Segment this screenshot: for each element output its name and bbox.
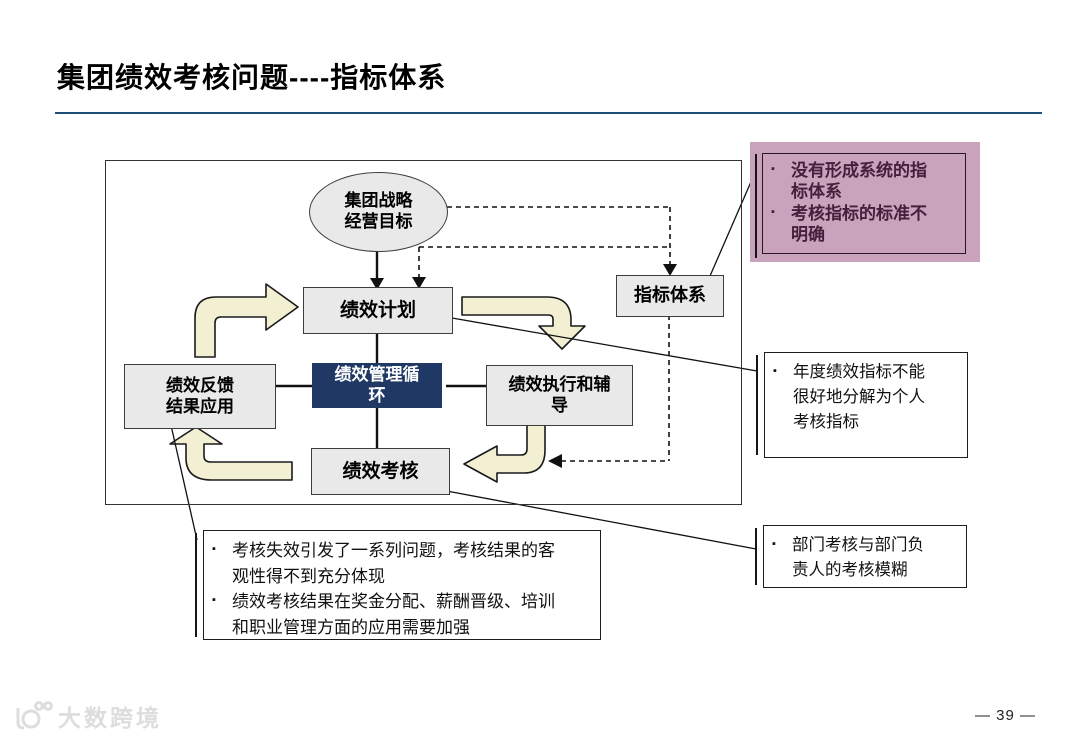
bracket-department-callout — [755, 528, 757, 585]
node-plan-label: 绩效计划 — [339, 299, 416, 321]
diagram-frame — [105, 160, 742, 505]
bullet-text: 考核指标的标准不明确 — [791, 203, 927, 244]
node-cycle-line1: 绩效管理循 — [334, 364, 420, 384]
node-execution-coaching: 绩效执行和辅 导 — [486, 365, 633, 426]
node-feedback-application: 绩效反馈 结果应用 — [124, 364, 276, 429]
node-feedback-line2: 结果应用 — [166, 396, 234, 416]
bullet-item: ▪ 考核失效引发了一系列问题，考核结果的客观性得不到充分体现 — [212, 538, 594, 589]
node-cycle-line2: 环 — [368, 385, 386, 405]
bullet-text: 没有形成系统的指标体系 — [791, 161, 927, 202]
bullet-square-icon: ▪ — [771, 205, 775, 218]
bullet-square-icon: ▪ — [212, 594, 216, 606]
node-indicator-system: 指标体系 — [616, 275, 724, 317]
bullet-item: ▪ 没有形成系统的指标体系 — [771, 160, 961, 203]
logo-icon — [16, 701, 53, 730]
bullet-text: 年度绩效指标不能很好地分解为个人考核指标 — [793, 363, 925, 431]
node-management-cycle: 绩效管理循 环 — [312, 363, 442, 408]
node-strategy-line2: 经营目标 — [344, 212, 413, 231]
bullet-square-icon: ▪ — [772, 538, 776, 550]
bullet-item: ▪ 部门考核与部门负责人的考核模糊 — [772, 533, 960, 583]
callout-assessment-failure: ▪ 考核失效引发了一系列问题，考核结果的客观性得不到充分体现 ▪ 绩效考核结果在… — [203, 530, 601, 640]
bracket-bottom-callout — [195, 533, 197, 637]
node-strategy-goal: 集团战略 经营目标 — [309, 172, 448, 252]
page-number: — 39 — — [975, 707, 1037, 724]
node-strategy-line1: 集团战略 — [344, 191, 413, 211]
node-feedback-line1: 绩效反馈 — [166, 375, 234, 395]
bullet-text: 考核失效引发了一系列问题，考核结果的客观性得不到充分体现 — [232, 541, 555, 586]
bullet-item: ▪ 考核指标的标准不明确 — [771, 203, 961, 246]
bullet-square-icon: ▪ — [773, 365, 777, 377]
bracket-pink-callout — [755, 154, 757, 258]
watermark-text: 大数跨境 — [58, 705, 162, 731]
bracket-annual-callout — [756, 355, 758, 455]
callout-department-assessment: ▪ 部门考核与部门负责人的考核模糊 — [763, 525, 967, 588]
node-performance-plan: 绩效计划 — [303, 287, 453, 334]
title-underline — [55, 112, 1042, 114]
node-assessment-label: 绩效考核 — [342, 460, 419, 482]
node-execution-line1: 绩效执行和辅 — [508, 374, 611, 394]
bullet-square-icon: ▪ — [771, 163, 775, 175]
node-indicator-label: 指标体系 — [634, 285, 706, 306]
bullet-text: 部门考核与部门负责人的考核模糊 — [792, 536, 924, 579]
page-title: 集团绩效考核问题----指标体系 — [57, 62, 447, 93]
bullet-square-icon: ▪ — [212, 543, 216, 555]
bullet-text: 绩效考核结果在奖金分配、薪酬晋级、培训和职业管理方面的应用需要加强 — [232, 592, 555, 637]
callout-annual-indicators: ▪ 年度绩效指标不能很好地分解为个人考核指标 — [764, 352, 968, 458]
bullet-item: ▪ 年度绩效指标不能很好地分解为个人考核指标 — [773, 360, 961, 434]
watermark-logo: 大数跨境 — [12, 698, 162, 734]
callout-indicator-issues-box: ▪ 没有形成系统的指标体系 ▪ 考核指标的标准不明确 — [762, 153, 966, 254]
bullet-item: ▪ 绩效考核结果在奖金分配、薪酬晋级、培训和职业管理方面的应用需要加强 — [212, 589, 594, 640]
node-execution-line2: 导 — [551, 395, 568, 415]
callout-indicator-issues: ▪ 没有形成系统的指标体系 ▪ 考核指标的标准不明确 — [750, 142, 980, 262]
node-performance-assessment: 绩效考核 — [311, 448, 450, 495]
